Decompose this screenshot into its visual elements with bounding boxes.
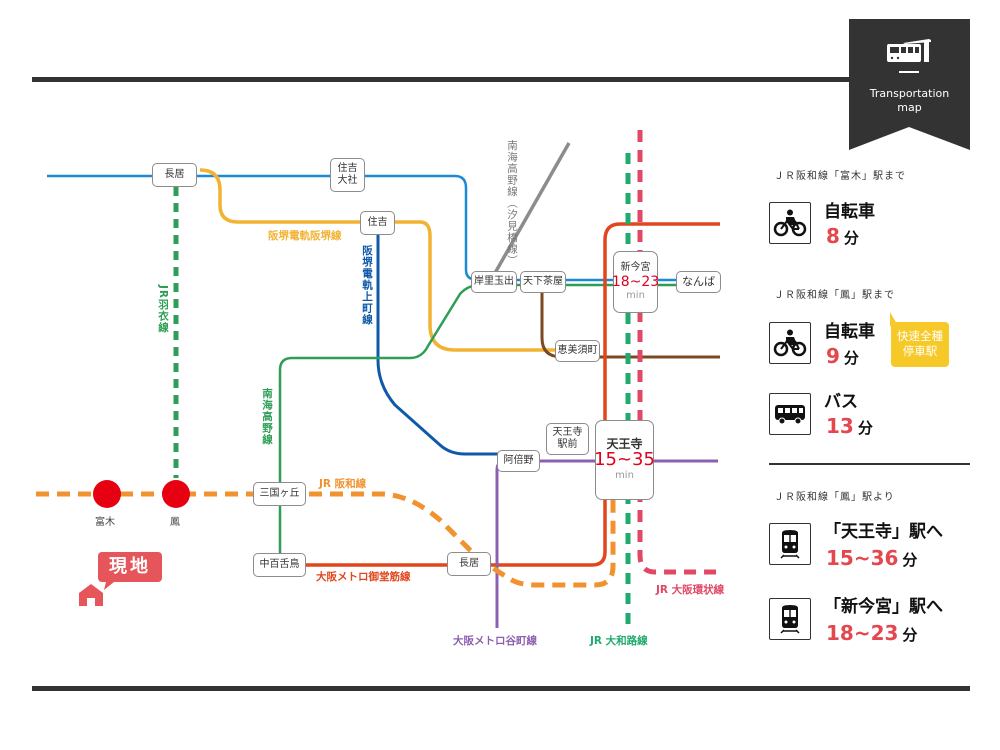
station-time: 18~23 [611, 274, 660, 290]
section1-mode: 自転車 [824, 202, 875, 222]
bicycle-icon [769, 322, 811, 364]
station-time: 15~35 [594, 449, 655, 470]
station-time-unit: min [626, 290, 645, 301]
top-rule [32, 77, 852, 82]
duration-unit: 分 [902, 551, 918, 569]
duration-value: 15~36 [826, 546, 899, 570]
line-label-shiomibashi: 南海高野線（汐見橋線） [506, 140, 518, 267]
line-nankai-koya [278, 283, 720, 565]
station-tengachaya[interactable]: 天下茶屋 [520, 271, 566, 293]
station-time-unit: min [615, 470, 634, 481]
duration-unit: 分 [902, 626, 918, 644]
bottom-rule [32, 686, 970, 691]
station-dot-otori [162, 480, 190, 508]
transportation-map-banner: Transportation map [849, 19, 970, 150]
duration-value: 8 [826, 224, 840, 248]
station-name: 新今宮 [620, 262, 651, 273]
station-nagai-top[interactable]: 長居 [152, 163, 197, 187]
line-shiomibashi [493, 142, 571, 274]
current-location-label: 現地 [98, 552, 162, 582]
banner-title-line2: map [897, 101, 922, 114]
station-namba[interactable]: なんば [676, 271, 721, 293]
bus-icon [769, 393, 811, 435]
route-map [36, 130, 720, 628]
section2-mode-bus: バス [824, 392, 858, 412]
station-mikunigaoka[interactable]: 三国ヶ丘 [253, 482, 306, 506]
line-label-nankai-koya: 南海高野線 [261, 388, 273, 446]
station-dot-tomiki [93, 480, 121, 508]
station-label-tomiki: 富木 [95, 517, 115, 528]
section2-mode-bicycle: 自転車 [824, 322, 875, 342]
section3-mode-shin-imamiya: 「新今宮」駅へ [824, 597, 943, 617]
banner-title-line1: Transportation [869, 87, 950, 100]
duration-unit: 分 [843, 229, 859, 247]
section3-mode-tennoji: 「天王寺」駅へ [824, 522, 943, 542]
duration-unit: 分 [843, 349, 859, 367]
train-icon [769, 523, 811, 565]
section1-caption: ＪＲ阪和線「富木」駅まで [774, 171, 906, 182]
station-ebisucho[interactable]: 恵美須町 [555, 340, 600, 362]
line-label-jr-yamatoji: JR 大和路線 [590, 635, 648, 647]
bicycle-icon [769, 202, 811, 244]
train-icon [769, 598, 811, 640]
line-label-tanimachi: 大阪メトロ谷町線 [453, 635, 537, 647]
station-shin-imamiya[interactable]: 新今宮 18~23 min [611, 251, 660, 313]
rapid-stop-badge: 快速全種 停車駅 [891, 322, 949, 367]
duration-value: 9 [826, 344, 840, 368]
duration-value: 13 [826, 414, 854, 438]
train-station-icon [887, 39, 931, 73]
station-nagai-bottom[interactable]: 長居 [447, 552, 491, 576]
station-tennoji-ekimae[interactable]: 天王寺 駅前 [546, 423, 589, 455]
panel-divider [769, 463, 970, 465]
house-icon [79, 582, 114, 606]
station-nakamozu[interactable]: 中百舌鳥 [253, 553, 306, 577]
line-label-hankai: 阪堺電軌阪堺線 [268, 230, 342, 242]
line-label-jr-hanwa: JR 阪和線 [319, 478, 367, 490]
duration-value: 18~23 [826, 621, 899, 645]
station-sumiyoshi-taisha[interactable]: 住吉 大社 [330, 158, 365, 192]
station-tennoji[interactable]: 天王寺 15~35 min [594, 420, 655, 500]
line-label-jr-loop: JR 大阪環状線 [656, 584, 725, 596]
station-name: 天王寺 [606, 437, 643, 451]
line-label-jr-hagoromo: JR羽衣線 [157, 285, 169, 334]
line-jr-loop [637, 130, 720, 575]
station-abeno[interactable]: 阿倍野 [497, 450, 540, 472]
station-sumiyoshi[interactable]: 住吉 [360, 211, 395, 235]
station-label-otori: 鳳 [170, 517, 180, 528]
banner-background [849, 19, 970, 150]
line-uemachi [376, 228, 510, 456]
line-jr-hanwa [36, 491, 616, 588]
station-kishinosato-tamade[interactable]: 岸里玉出 [471, 271, 517, 293]
section2-caption: ＪＲ阪和線「鳳」駅まで [774, 290, 895, 301]
line-midosuji [265, 222, 720, 567]
line-label-uemachi: 阪堺電軌上町線 [361, 245, 373, 326]
line-label-midosuji: 大阪メトロ御堂筋線 [316, 571, 411, 583]
section3-caption: ＪＲ阪和線「鳳」駅より [774, 492, 895, 503]
duration-unit: 分 [857, 419, 873, 437]
